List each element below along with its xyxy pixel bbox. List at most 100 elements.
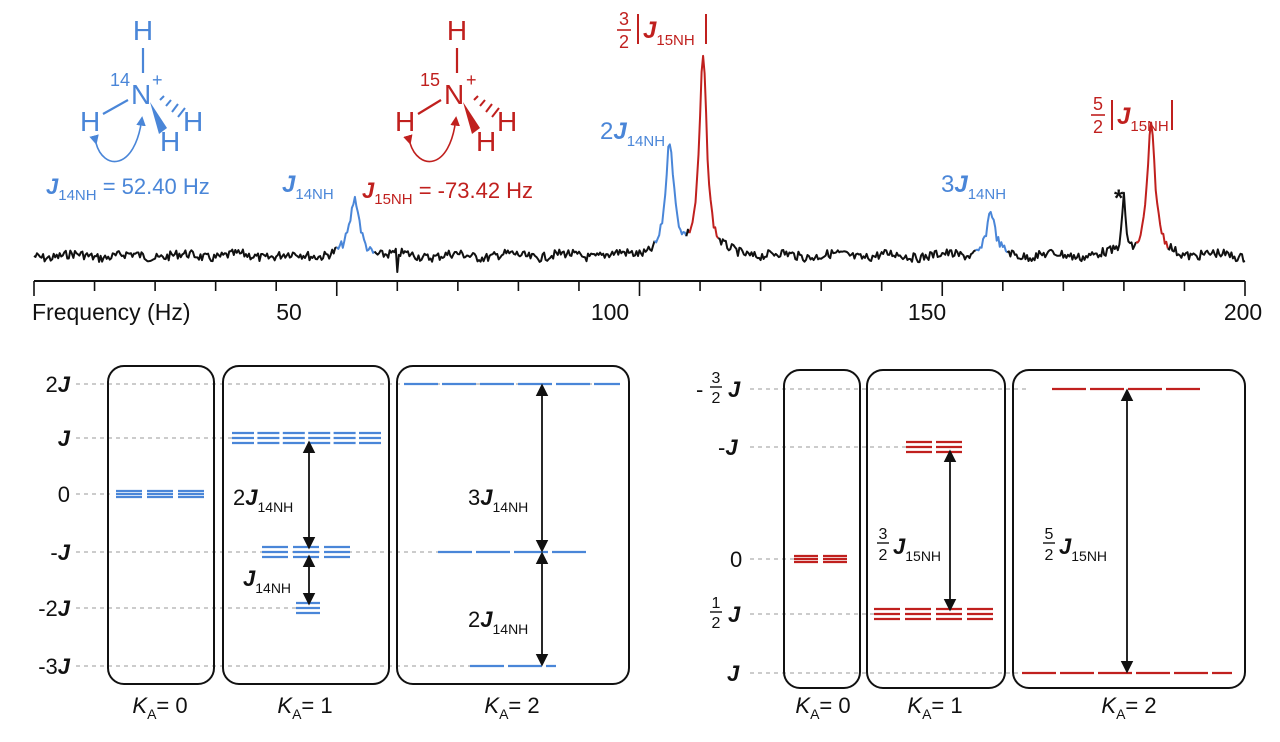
tick-label-200: 200 <box>1224 299 1262 325</box>
level-label-0: 0 <box>58 482 70 507</box>
level-k1-minus-2j <box>296 601 320 615</box>
box-ka-1 <box>222 365 390 685</box>
ammonium-14n-molecule: H 14 N + H H H J14NH = 52.40 Hz <box>46 15 210 204</box>
spectrum-baseline-segment <box>33 246 338 263</box>
level-label-j: J <box>727 661 740 686</box>
level-label-2j: 2J <box>46 372 71 397</box>
level-label-minus-2j: -2J <box>38 596 71 621</box>
svg-text:J15NH: J15NH <box>1117 103 1169 135</box>
charge-plus: + <box>466 70 477 90</box>
box-ka-0 <box>783 369 861 689</box>
ka-label-0: KA= 0 <box>132 693 187 722</box>
tick-label-50: 50 <box>276 299 302 325</box>
svg-text:J15NH: J15NH <box>643 17 695 49</box>
ka-label-0: KA= 0 <box>795 693 850 722</box>
transition-label-2j14-k2: 2J14NH <box>468 607 528 637</box>
level-k1-1-2-j <box>874 607 994 621</box>
svg-text:1: 1 <box>712 595 721 612</box>
svg-text:5: 5 <box>1045 526 1054 543</box>
atom-n: N <box>444 79 464 110</box>
charge-plus: + <box>152 70 163 90</box>
level-label-1-2-j: 1 2 J <box>710 595 741 632</box>
box-ka-0 <box>107 365 215 685</box>
transition-label-2j14: 2J14NH <box>233 485 293 515</box>
svg-text:-: - <box>696 377 703 402</box>
ka-label-2: KA= 2 <box>484 693 539 722</box>
atom-h-left: H <box>395 106 415 137</box>
spectrum-baseline-segment <box>1167 243 1246 263</box>
svg-text:2: 2 <box>1045 547 1054 564</box>
svg-text:J15NH: J15NH <box>1059 534 1107 564</box>
box-ka-2 <box>396 365 630 685</box>
frequency-axis: Frequency (Hz) 50 100 150 200 <box>32 280 1262 325</box>
svg-text:2: 2 <box>879 547 888 564</box>
peak-label-j14: J14NH <box>282 171 334 203</box>
transition-label-3j14: 3J14NH <box>468 485 528 515</box>
svg-text:J: J <box>728 602 741 627</box>
spectrum-peak-n14 <box>975 210 1009 254</box>
spectrum-peak-n14 <box>336 195 376 254</box>
svg-text:5: 5 <box>1093 94 1103 114</box>
atom-h-top: H <box>447 15 467 46</box>
level-k1-minus-j <box>262 545 350 559</box>
spectrum: * J14NH 2J14NH 3 2 J15NH 3J14NH 5 2 J15N… <box>32 9 1262 325</box>
spectrum-peak-n14 <box>653 143 688 244</box>
level-label-minus-3j: -3J <box>38 654 71 679</box>
spectrum-baseline-segment <box>718 237 977 264</box>
level-k1-j <box>232 431 381 445</box>
svg-text:3: 3 <box>712 370 721 387</box>
coupling-15nh-label: J15NH = -73.42 Hz <box>362 178 533 208</box>
ka-label-1: KA= 1 <box>907 693 962 722</box>
spectrum-trace <box>33 54 1246 273</box>
peak-label-5-2-j15: 5 2 J15NH <box>1091 94 1173 137</box>
level-k0-0 <box>794 554 850 564</box>
transition-label-j14: J14NH <box>243 566 291 596</box>
svg-text:3: 3 <box>619 9 629 29</box>
svg-text:2: 2 <box>712 390 721 407</box>
box-ka-2 <box>1012 369 1246 689</box>
peak-label-3j14: 3J14NH <box>941 171 1006 203</box>
peak-label-2j14: 2J14NH <box>600 118 665 150</box>
transition-label-5-2-j15: 5 2 J15NH <box>1043 526 1107 564</box>
svg-text:2: 2 <box>1093 117 1103 137</box>
svg-text:J: J <box>728 377 741 402</box>
isotope-14-label: 14 <box>110 70 130 90</box>
spectrum-peak-n15 <box>688 54 720 239</box>
atom-h-bottom: H <box>160 126 180 157</box>
energy-diagram-14n: 2J J 0 -J -2J -3J <box>38 365 630 722</box>
svg-text:3: 3 <box>879 526 888 543</box>
box-ka-1 <box>866 369 1006 689</box>
tick-label-150: 150 <box>908 299 946 325</box>
atom-h-left: H <box>80 106 100 137</box>
level-k0-0 <box>116 489 204 499</box>
svg-text:J15NH: J15NH <box>893 534 941 564</box>
atom-h-right: H <box>497 106 517 137</box>
isotope-15-label: 15 <box>420 70 440 90</box>
spectrum-peak-n15 <box>1135 121 1169 249</box>
level-label-minus-j: -J <box>718 435 738 460</box>
level-label-0: 0 <box>730 547 742 572</box>
ammonium-15n-molecule: H 15 N + H H H J15NH = -73.42 Hz <box>362 15 533 208</box>
transition-label-3-2-j15: 3 2 J15NH <box>877 526 941 564</box>
level-k1-minus-j <box>906 440 962 454</box>
atom-h-top: H <box>133 15 153 46</box>
svg-text:2: 2 <box>619 32 629 52</box>
atom-n: N <box>131 79 151 110</box>
axis-label: Frequency (Hz) <box>32 299 190 325</box>
peak-label-3-2-j15: 3 2 J15NH <box>617 9 707 52</box>
ka-label-2: KA= 2 <box>1101 693 1156 722</box>
svg-text:2: 2 <box>712 615 721 632</box>
level-label-minus-3-2-j: - 3 2 J <box>696 370 741 407</box>
atom-h-bottom: H <box>476 126 496 157</box>
impurity-asterisk: * <box>1114 185 1124 212</box>
level-label-j: J <box>58 426 71 451</box>
energy-diagram-15n: - 3 2 J -J 0 1 2 J J <box>696 369 1246 722</box>
spectrum-baseline-segment <box>1006 191 1137 263</box>
coupling-14nh-label: J14NH = 52.40 Hz <box>46 174 210 204</box>
atom-h-right: H <box>183 106 203 137</box>
level-label-minus-j: -J <box>50 540 70 565</box>
spectrum-baseline-segment <box>373 240 656 273</box>
ka-label-1: KA= 1 <box>277 693 332 722</box>
tick-label-100: 100 <box>591 299 629 325</box>
